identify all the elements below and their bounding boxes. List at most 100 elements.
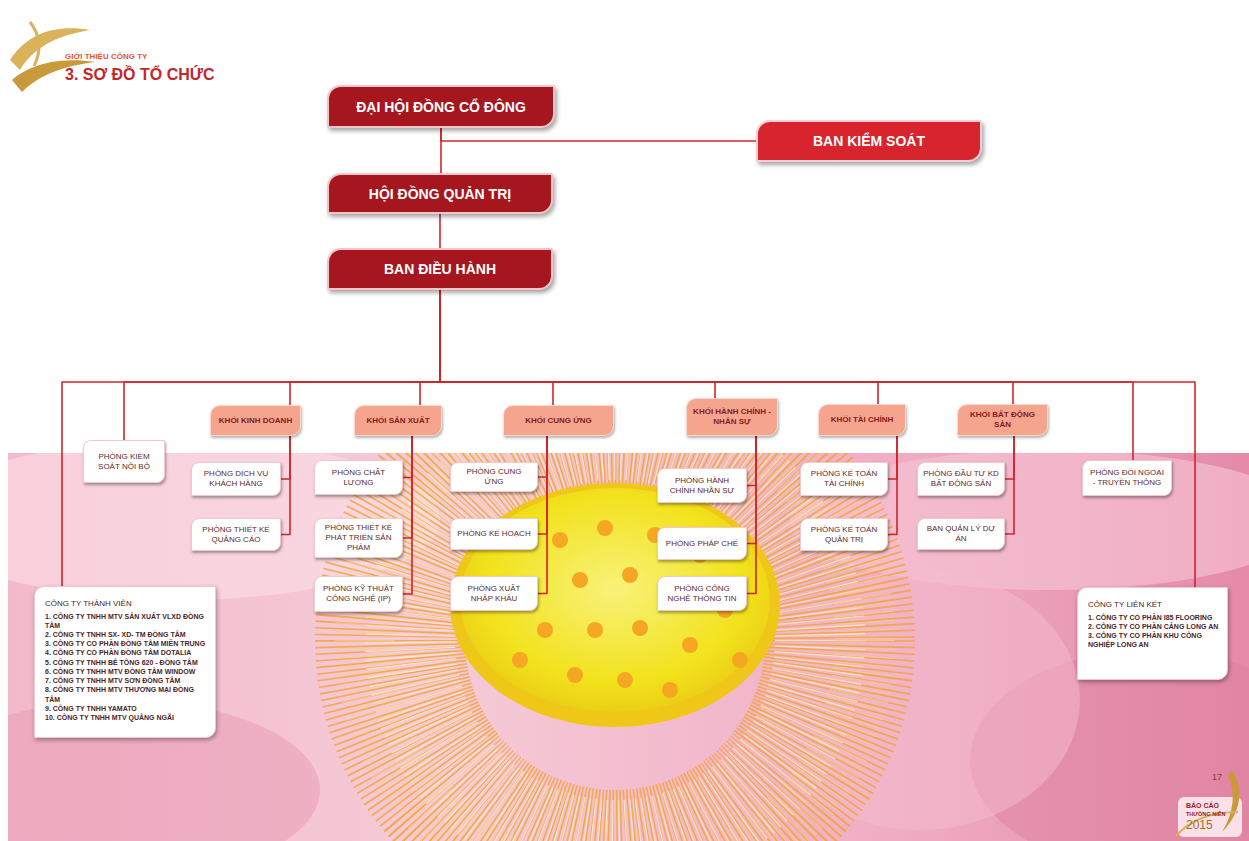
- logo-swoosh: [1176, 812, 1238, 836]
- connector: [440, 290, 1013, 404]
- connector: [538, 436, 547, 594]
- connector: [888, 436, 897, 479]
- box-label: BAN QUẢN LÝ DỰ ÁN: [923, 524, 999, 544]
- department-box: BAN QUẢN LÝ DỰ ÁN: [917, 518, 1005, 550]
- connector: [440, 290, 1133, 460]
- box-label: PHÒNG ĐỐI NGOẠI - TRUYỀN THÔNG: [1088, 468, 1166, 488]
- division-box: KHỐI SẢN XUẤT: [354, 405, 442, 436]
- connector: [441, 128, 756, 141]
- box-label: PHÒNG CHẤT LƯỢNG: [320, 468, 397, 488]
- box-label: BAN KIỂM SOÁT: [813, 133, 925, 149]
- logo-swoosh: [30, 22, 39, 66]
- box-label: PHÒNG XUẤT NHẬP KHẨU: [456, 584, 532, 604]
- list-item: 8. CÔNG TY TNHH MTV THƯƠNG MẠI ĐỒNG TÂM: [45, 685, 207, 703]
- department-box: PHÒNG CUNG ỨNG: [450, 462, 538, 492]
- connector: [124, 290, 440, 440]
- box-label: ĐẠI HỘI ĐỒNG CỔ ĐÔNG: [356, 99, 526, 115]
- box-label: PHÒNG KẾ HOẠCH: [457, 529, 530, 539]
- connector: [281, 436, 290, 479]
- page-title: 3. SƠ ĐỒ TỔ CHỨC: [65, 66, 215, 84]
- box-label: PHÒNG THIẾT KẾ QUẢNG CÁO: [197, 525, 275, 545]
- box-label: HỘI ĐỒNG QUẢN TRỊ: [369, 186, 511, 202]
- connector: [1005, 436, 1014, 479]
- box-label: KHỐI BẤT ĐỘNG SẢN: [964, 410, 1041, 430]
- section-label: GIỚI THIỆU CÔNG TY: [65, 52, 147, 61]
- box-label: PHÒNG KIỂM SOÁT NỘI BỘ: [89, 452, 159, 472]
- report-logo-text: THƯỜNG NIÊN: [1186, 811, 1226, 817]
- list-item: 9. CÔNG TY TNHH YAMATO: [45, 704, 137, 713]
- connector: [1005, 436, 1014, 534]
- connector: [403, 436, 412, 478]
- box-label: PHÒNG DỊCH VỤ KHÁCH HÀNG: [197, 469, 275, 489]
- page-number: 17: [1212, 772, 1222, 782]
- box-label: PHÒNG CUNG ỨNG: [456, 467, 532, 487]
- connector: [538, 436, 547, 534]
- department-box: PHÒNG PHÁP CHẾ: [657, 527, 747, 560]
- division-box: KHỐI HÀNH CHÍNH - NHÂN SỰ: [686, 398, 778, 436]
- lotus-photo: [8, 453, 1249, 841]
- box-label: PHÒNG THIẾT KẾ PHÁT TRIỂN SẢN PHẨM: [320, 523, 397, 553]
- list-item: 5. CÔNG TY TNHH BÊ TÔNG 620 - ĐỒNG TÂM: [45, 658, 198, 667]
- department-box: PHÒNG DỊCH VỤ KHÁCH HÀNG: [191, 462, 281, 496]
- department-box: PHÒNG ĐỐI NGOẠI - TRUYỀN THÔNG: [1082, 460, 1172, 496]
- list-item: 7. CÔNG TY TNHH MTV SƠN ĐỒNG TÂM: [45, 676, 180, 685]
- list-heading: CÔNG TY LIÊN KẾT: [1088, 600, 1162, 611]
- department-box: PHÒNG KIỂM SOÁT NỘI BỘ: [83, 440, 165, 483]
- connector: [439, 214, 441, 248]
- connector: [440, 290, 1195, 587]
- connector: [440, 290, 553, 405]
- box-label: KHỐI TÀI CHÍNH: [831, 415, 894, 425]
- box-label: PHÒNG ĐẦU TƯ KD BẤT ĐỘNG SẢN: [923, 469, 999, 489]
- department-box: PHÒNG CÔNG NGHỆ THÔNG TIN: [657, 576, 747, 611]
- connector: [420, 290, 440, 405]
- connector: [440, 290, 878, 404]
- division-box: KHỐI KINH DOANH: [210, 405, 301, 436]
- connector: [747, 436, 756, 486]
- department-box: PHÒNG THIẾT KẾ QUẢNG CÁO: [191, 518, 281, 551]
- box-label: KHỐI CUNG ỨNG: [525, 416, 592, 426]
- department-box: PHÒNG KẾ HOẠCH: [450, 518, 538, 550]
- connector: [888, 436, 897, 535]
- connector: [538, 436, 547, 477]
- list-item: 4. CÔNG TY CỔ PHẦN ĐỒNG TÂM DOTALIA: [45, 648, 191, 657]
- box-label: PHÒNG CÔNG NGHỆ THÔNG TIN: [663, 584, 741, 604]
- box-label: KHỐI HÀNH CHÍNH - NHÂN SỰ: [693, 407, 771, 427]
- connector: [747, 436, 756, 544]
- box-label: BAN ĐIỀU HÀNH: [384, 261, 496, 277]
- box-label: KHỐI KINH DOANH: [219, 416, 292, 426]
- connector: [62, 290, 440, 586]
- connector: [403, 436, 412, 538]
- division-box: KHỐI CUNG ỨNG: [503, 405, 614, 436]
- report-logo-year: 2015: [1186, 818, 1213, 832]
- connector: [290, 290, 440, 405]
- box-label: KHỐI SẢN XUẤT: [366, 416, 429, 426]
- department-box: PHÒNG HÀNH CHÍNH NHÂN SỰ: [657, 468, 747, 503]
- company-list-box: CÔNG TY LIÊN KẾT 1. CÔNG TY CỔ PHẦN I85 F…: [1077, 587, 1228, 680]
- company-list-box: CÔNG TY THÀNH VIÊN 1. CÔNG TY TNHH MTV SẢ…: [34, 586, 216, 738]
- box-label: PHÒNG KẾ TOÁN TÀI CHÍNH: [806, 469, 882, 489]
- list-item: 3. CÔNG TY CỔ PHẦN ĐỒNG TÂM MIỀN TRUNG: [45, 639, 205, 648]
- box-label: PHÒNG KỸ THUẬT CÔNG NGHỆ (IP): [320, 584, 397, 604]
- list-item: 10. CÔNG TY TNHH MTV QUẢNG NGÃI: [45, 713, 174, 722]
- connector: [281, 436, 290, 535]
- logo-swoosh: [1222, 770, 1239, 832]
- governance-box: ĐẠI HỘI ĐỒNG CỔ ĐÔNG: [327, 85, 555, 128]
- box-label: PHÒNG KẾ TOÁN QUẢN TRỊ: [806, 525, 882, 545]
- list-heading: CÔNG TY THÀNH VIÊN: [45, 599, 132, 610]
- department-box: PHÒNG KẾ TOÁN TÀI CHÍNH: [800, 462, 888, 496]
- list-item: 2. CÔNG TY TNHH SX- XD- TM ĐỒNG TÂM: [45, 630, 186, 639]
- box-label: PHÒNG PHÁP CHẾ: [666, 539, 738, 549]
- department-box: PHÒNG KỸ THUẬT CÔNG NGHỆ (IP): [314, 576, 403, 612]
- department-box: PHÒNG CHẤT LƯỢNG: [314, 460, 403, 495]
- department-box: PHÒNG THIẾT KẾ PHÁT TRIỂN SẢN PHẨM: [314, 518, 403, 558]
- governance-box: BAN ĐIỀU HÀNH: [327, 248, 553, 290]
- list-item: 3. CÔNG TY CỔ PHẦN KHU CÔNG NGHIỆP LONG …: [1088, 631, 1219, 649]
- list-item: 6. CÔNG TY TNHH MTV ĐỒNG TÂM WINDOW: [45, 667, 195, 676]
- department-box: PHÒNG XUẤT NHẬP KHẨU: [450, 576, 538, 611]
- report-logo-text: BÁO CÁO: [1186, 802, 1219, 809]
- department-box: PHÒNG ĐẦU TƯ KD BẤT ĐỘNG SẢN: [917, 462, 1005, 496]
- list-item: 2. CÔNG TY CỔ PHẦN CẢNG LONG AN: [1088, 622, 1218, 631]
- list-item: 1. CÔNG TY TNHH MTV SẢN XUẤT VLXD ĐỒNG T…: [45, 612, 207, 630]
- list-item: 1. CÔNG TY CỔ PHẦN I85 FLOORING: [1088, 613, 1212, 622]
